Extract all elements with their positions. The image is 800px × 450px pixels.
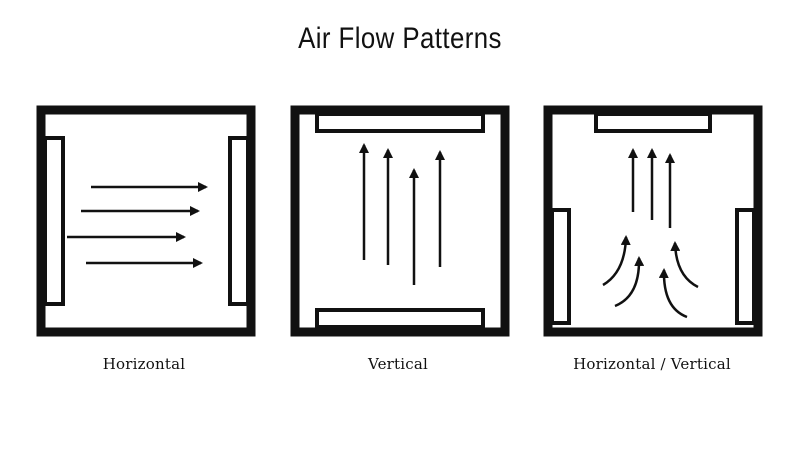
flow-arrows (67, 182, 208, 268)
room-outline (290, 105, 510, 337)
room-outline (36, 105, 256, 337)
top-vent (594, 112, 712, 133)
top-vent (315, 112, 485, 133)
left-vent (43, 136, 65, 306)
right-vent (228, 136, 250, 306)
left-vent (550, 208, 571, 325)
right-vent (735, 208, 756, 325)
caption-vertical: Vertical (367, 355, 429, 373)
panel-horizontal (36, 105, 256, 337)
panel-horizontal-vertical (543, 105, 763, 337)
curved-flow-arrow (602, 235, 631, 287)
panel-vertical (290, 105, 510, 337)
room-outline (543, 105, 763, 337)
caption-horizontal: Horizontal (102, 355, 186, 373)
page-title: Air Flow Patterns (298, 22, 502, 55)
flow-arrows (602, 148, 699, 319)
caption-horizontal-vertical: Horizontal / Vertical (573, 355, 731, 373)
bottom-vent (315, 308, 485, 329)
curved-flow-arrow (658, 268, 688, 319)
flow-arrows (359, 143, 445, 285)
curved-flow-arrow (614, 256, 645, 308)
curved-flow-arrow (670, 241, 699, 289)
